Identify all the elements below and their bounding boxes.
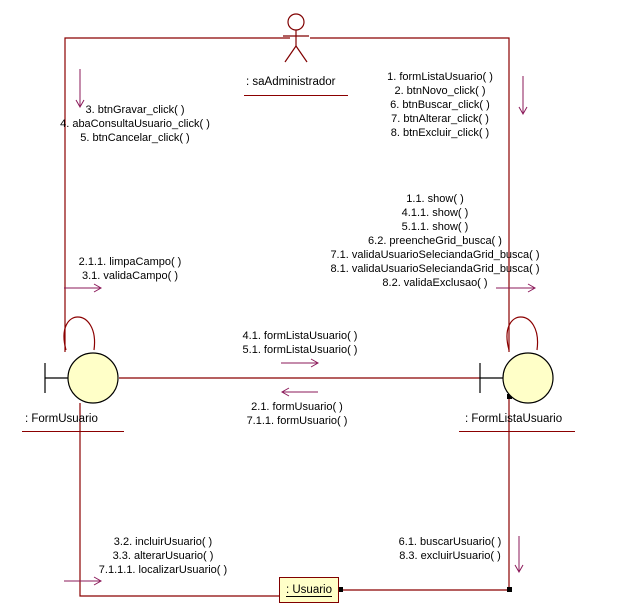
- usuario-entity[interactable]: : Usuario: [279, 577, 339, 603]
- message-label: 1.1. show( ): [406, 193, 464, 205]
- message-label: 3. btnGravar_click( ): [85, 104, 185, 116]
- message-label: 4.1.1. show( ): [401, 207, 469, 219]
- message-label: 2.1.1. limpaCampo( ): [78, 256, 182, 268]
- message-label: 4.1. formListaUsuario( ): [242, 330, 358, 342]
- form-lista-usuario-name: : FormListaUsuario: [465, 413, 563, 425]
- arrow-down-to-usuario-entity: [514, 536, 524, 574]
- message-label: 3.2. incluirUsuario( ): [113, 536, 213, 548]
- message-label: 6. btnBuscar_click( ): [390, 99, 490, 111]
- message-label: 7.1.1.1. localizarUsuario( ): [98, 564, 228, 576]
- message-label: 4. abaConsultaUsuario_click( ): [60, 118, 210, 130]
- messages-form-lista-self: 1.1. show( ) 4.1.1. show( ) 5.1.1. show(…: [300, 192, 570, 290]
- link-end-marker: [507, 394, 512, 399]
- arrow-right-to-usuario-entity: [64, 576, 103, 586]
- message-label: 8.2. validaExclusao( ): [382, 277, 488, 289]
- link-end-marker: [507, 587, 512, 592]
- link-end-marker: [338, 587, 343, 592]
- arrow-down-actor-form-lista: [518, 76, 528, 116]
- message-label: 3.1. validaCampo( ): [82, 270, 178, 282]
- message-label: 8.3. excluirUsuario( ): [399, 550, 501, 562]
- message-label: 7.1. validaUsuarioSeleciandaGrid_busca( …: [330, 249, 540, 261]
- messages-lista-to-usuario: 2.1. formUsuario( ) 7.1.1. formUsuario( …: [227, 400, 367, 428]
- self-link-form-lista: [506, 316, 539, 351]
- link-form-usuario-usuario: [79, 403, 279, 597]
- arrow-right-form-usuario-self: [64, 283, 103, 293]
- form-lista-usuario-underline: [459, 431, 575, 432]
- messages-actor-to-form-lista: 1. formListaUsuario( ) 2. btnNovo_click(…: [365, 70, 515, 140]
- arrow-left-to-form-usuario: [280, 387, 318, 397]
- boundary-form-lista-usuario-icon[interactable]: [479, 352, 554, 404]
- message-arrows: [64, 69, 537, 586]
- messages-actor-to-form-usuario: 3. btnGravar_click( ) 4. abaConsultaUsua…: [55, 103, 215, 145]
- message-label: 5.1.1. show( ): [401, 221, 469, 233]
- self-link-form-usuario: [63, 316, 96, 351]
- actor-name: : saAdministrador: [246, 76, 336, 88]
- boundary-form-usuario-icon[interactable]: [44, 352, 119, 404]
- message-label: 1. formListaUsuario( ): [387, 71, 493, 83]
- message-label: 5.1. formListaUsuario( ): [242, 344, 358, 356]
- messages-form-lista-to-entity: 6.1. buscarUsuario( ) 8.3. excluirUsuari…: [385, 535, 515, 563]
- message-label: 6.1. buscarUsuario( ): [398, 536, 502, 548]
- link-actor-form-usuario: [64, 37, 290, 352]
- message-label: 6.2. preencheGrid_busca( ): [368, 235, 502, 247]
- message-label: 7.1.1. formUsuario( ): [246, 415, 348, 427]
- form-usuario-name: : FormUsuario: [25, 413, 98, 425]
- messages-usuario-to-lista: 4.1. formListaUsuario( ) 5.1. formListaU…: [225, 329, 375, 357]
- actor-icon[interactable]: [283, 13, 309, 63]
- link-actor-form-lista: [310, 37, 510, 352]
- actor-name-underline: [244, 95, 348, 96]
- arrow-right-form-lista-self: [496, 283, 537, 293]
- messages-form-usuario-to-entity: 3.2. incluirUsuario( ) 3.3. alterarUsuar…: [88, 535, 238, 577]
- messages-form-usuario-self: 2.1.1. limpaCampo( ) 3.1. validaCampo( ): [70, 255, 190, 283]
- message-label: 2. btnNovo_click( ): [394, 85, 486, 97]
- form-usuario-underline: [22, 431, 124, 432]
- message-label: 2.1. formUsuario( ): [251, 401, 343, 413]
- arrow-right-to-form-lista: [281, 358, 320, 368]
- message-label: 7. btnAlterar_click( ): [391, 113, 489, 125]
- message-label: 8. btnExcluir_click( ): [390, 127, 490, 139]
- message-label: 5. btnCancelar_click( ): [80, 132, 190, 144]
- message-label: 8.1. validaUsuarioSeleciandaGrid_busca( …: [330, 263, 540, 275]
- arrow-down-actor-form-usuario: [75, 69, 85, 109]
- usuario-entity-name: : Usuario: [285, 583, 333, 597]
- message-label: 3.3. alterarUsuario( ): [112, 550, 214, 562]
